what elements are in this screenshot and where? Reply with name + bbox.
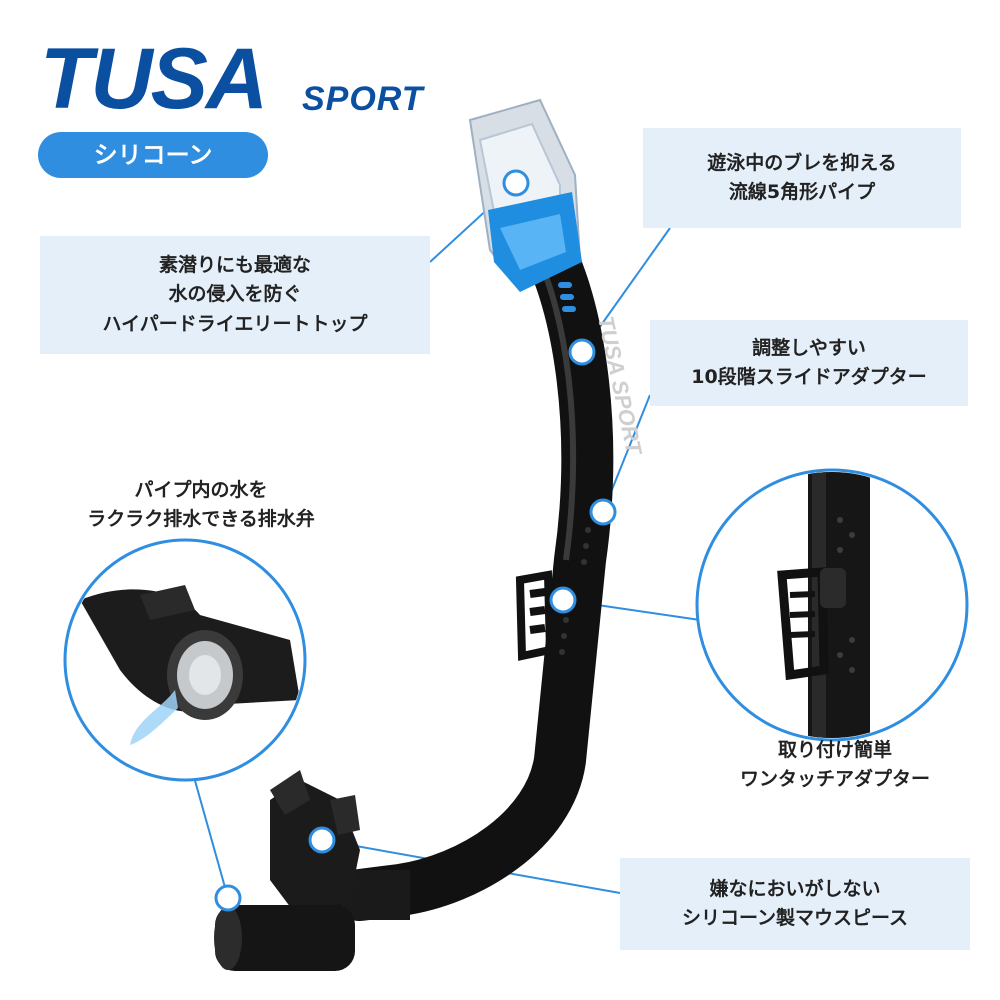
material-badge: シリコーン (38, 132, 268, 178)
dry-top (468, 98, 582, 292)
slide-adapter (515, 570, 555, 661)
feature-mouthpiece-text: 嫌なにおいがしない シリコーン製マウスピース (681, 877, 909, 929)
adapter-closeup (695, 468, 969, 742)
feature-dry-top: 素潜りにも最適な 水の侵入を防ぐ ハイパードライエリートトップ (40, 236, 430, 354)
feature-drain-valve: パイプ内の水を ラクラク排水できる排水弁 (87, 479, 315, 531)
feature-pentagon-pipe: 遊泳中のブレを抑える 流線5角形パイプ (643, 128, 961, 228)
feature-slide-adapter: 調整しやすい 10段階スライドアダプター (650, 320, 968, 406)
feature-slide-adapter-text: 調整しやすい 10段階スライドアダプター (691, 336, 927, 388)
feature-one-touch-adapter: 取り付け簡単 ワンタッチアダプター (739, 739, 930, 791)
feature-mouthpiece: 嫌なにおいがしない シリコーン製マウスピース (620, 858, 970, 950)
brand-sub: SPORT (302, 80, 424, 118)
callout-dots (214, 169, 617, 912)
feature-pentagon-pipe-text: 遊泳中のブレを抑える 流線5角形パイプ (707, 151, 897, 203)
drain-valve-closeup (63, 538, 307, 782)
feature-dry-top-text: 素潜りにも最適な 水の侵入を防ぐ ハイパードライエリートトップ (102, 253, 368, 335)
brand-name: TUSA (40, 31, 268, 127)
mouthpiece (214, 770, 410, 971)
brand-logo: TUSA SPORT (40, 31, 423, 127)
